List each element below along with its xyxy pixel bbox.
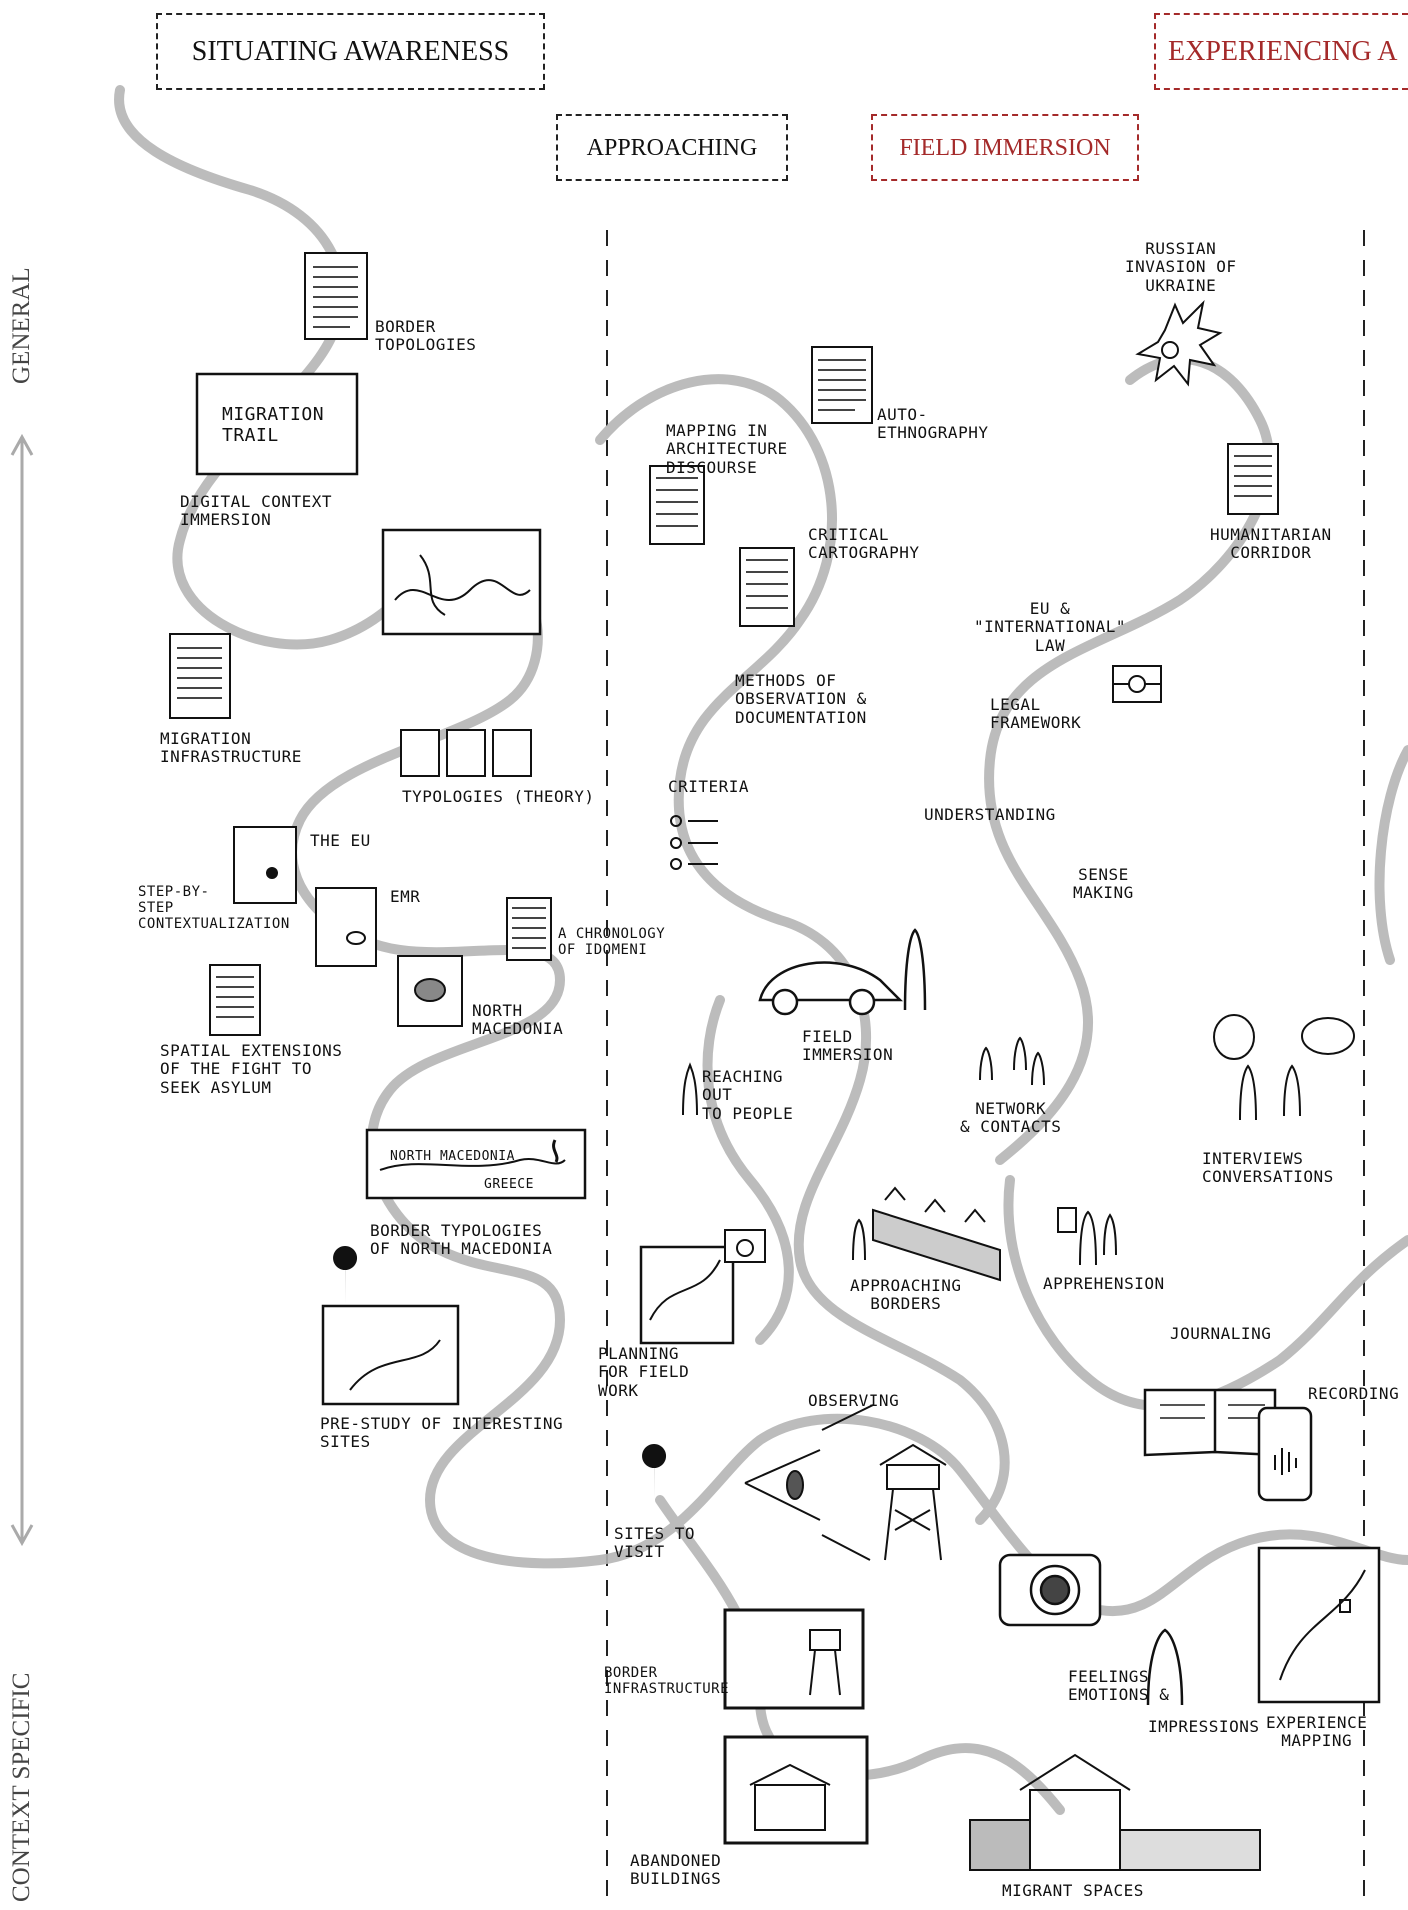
experience-map-frame: [1257, 1546, 1381, 1704]
label-migration-trail: MIGRATION TRAIL: [222, 404, 325, 446]
migration-trail-frame: [195, 372, 359, 476]
eu-frame: [233, 826, 297, 904]
legal-framework-icon: [1112, 665, 1162, 703]
person-figure-reaching-out: [682, 1062, 698, 1116]
phase-situating-awareness-label: SITUATING AWARENESS: [191, 35, 510, 67]
label-migrant-spaces: MIGRANT SPACES: [1002, 1881, 1144, 1900]
label-methods: METHODS OF OBSERVATION & DOCUMENTATION: [735, 671, 867, 727]
document-sketch-border-topologies: [304, 252, 368, 340]
label-network-contacts: NETWORK & CONTACTS: [960, 1099, 1062, 1137]
label-border-infrastructure: BORDER INFRASTRUCTURE: [604, 1665, 730, 1698]
border-infrastructure-frame: [723, 1608, 865, 1710]
label-north-macedonia: NORTH MACEDONIA: [472, 1001, 564, 1039]
process-path: [114, 85, 1408, 1815]
document-sketch-critical-cartography: [739, 547, 795, 627]
label-understanding: UNDERSTANDING: [924, 805, 1056, 824]
label-typologies-theory: TYPOLOGIES (THEORY): [402, 787, 595, 806]
apprehension-sketch: [1057, 1207, 1117, 1266]
watchtower-sketch: [879, 1443, 947, 1561]
label-reaching-out: REACHING OUT TO PEOPLE: [702, 1067, 794, 1123]
label-impressions: IMPRESSIONS: [1148, 1717, 1260, 1736]
north-macedonia-frame: [397, 955, 463, 1027]
phase-field-immersion: FIELD IMMERSION: [871, 114, 1139, 181]
axis-label-general: GENERAL: [8, 267, 35, 384]
label-journaling: JOURNALING: [1170, 1324, 1272, 1343]
label-recording: RECORDING: [1308, 1384, 1400, 1403]
pre-study-frame: [321, 1246, 460, 1406]
label-russian-invasion: RUSSIAN INVASION OF UKRAINE: [1125, 239, 1237, 295]
label-migration-infrastructure: MIGRATION INFRASTRUCTURE: [160, 729, 302, 767]
phase-approaching-label: APPROACHING: [586, 134, 758, 161]
label-abandoned-buildings: ABANDONED BUILDINGS: [630, 1851, 722, 1889]
phase-experiencing-label: EXPERIENCING A: [1168, 35, 1398, 67]
label-emr: EMR: [390, 887, 421, 906]
phase-experiencing: EXPERIENCING A: [1154, 13, 1408, 90]
label-border-typologies-nm: BORDER TYPOLOGIES OF NORTH MACEDONIA: [370, 1221, 553, 1259]
label-sites-to-visit: SITES TO VISIT: [614, 1524, 696, 1562]
label-map-north-macedonia: NORTH MACEDONIA: [390, 1149, 515, 1164]
label-auto-ethnography: AUTO- ETHNOGRAPHY: [877, 405, 989, 443]
label-the-eu: THE EU: [310, 831, 371, 850]
axis-arrow: [10, 433, 34, 1547]
label-pre-study: PRE-STUDY OF INTERESTING SITES: [320, 1414, 564, 1452]
label-approaching-borders: APPROACHING BORDERS: [850, 1276, 962, 1314]
label-humanitarian-corridor: HUMANITARIAN CORRIDOR: [1210, 525, 1332, 563]
document-sketch-chronology: [506, 897, 552, 961]
label-critical-cartography: CRITICAL CARTOGRAPHY: [808, 525, 920, 563]
map-sketch-frame: [381, 528, 542, 636]
label-sense-making: SENSE MAKING: [1073, 865, 1134, 903]
document-sketch-humanitarian: [1227, 443, 1279, 515]
label-observing: OBSERVING: [808, 1391, 900, 1410]
label-digital-context: DIGITAL CONTEXT IMMERSION: [180, 492, 332, 530]
label-eu-international-law: EU & "INTERNATIONAL" LAW: [974, 599, 1126, 655]
label-feelings-emotions: FEELINGS EMOTIONS &: [1068, 1667, 1170, 1705]
planning-map-frame: [639, 1229, 766, 1345]
person-figure-feelings: [1146, 1628, 1184, 1706]
label-field-immersion: FIELD IMMERSION: [802, 1027, 894, 1065]
migrant-spaces-sketch: [969, 1753, 1261, 1871]
speech-bubbles-icon: [1213, 1014, 1355, 1121]
document-sketch-mapping-architecture: [649, 465, 705, 545]
label-border-topologies: BORDER TOPOLOGIES: [375, 317, 477, 355]
border-map-frame: [365, 1128, 587, 1200]
camera-icon: [998, 1553, 1102, 1627]
journal-book-icon: [1143, 1388, 1277, 1457]
person-figures-network: [979, 1036, 1045, 1086]
phase-approaching: APPROACHING: [556, 114, 788, 181]
abandoned-buildings-frame: [723, 1735, 869, 1845]
phase-field-immersion-label: FIELD IMMERSION: [899, 134, 1111, 161]
criteria-checklist: [670, 815, 718, 870]
label-legal-framework: LEGAL FRAMEWORK: [990, 695, 1082, 733]
label-interviews: INTERVIEWS CONVERSATIONS: [1202, 1149, 1334, 1187]
document-sketch-spatial-extensions: [209, 964, 261, 1036]
map-pin-icon: [642, 1444, 667, 1500]
label-map-greece: GREECE: [484, 1177, 534, 1192]
label-step-by-step: STEP-BY- STEP CONTEXTUALIZATION: [138, 884, 290, 933]
document-sketch-migration-infrastructure: [169, 633, 231, 719]
label-chronology: A CHRONOLOGY OF IDOMENI: [558, 926, 666, 959]
emr-frame: [315, 887, 377, 967]
label-mapping-architecture: MAPPING IN ARCHITECTURE DISCOURSE: [666, 421, 788, 477]
label-experience-mapping: EXPERIENCE MAPPING: [1266, 1713, 1368, 1751]
typologies-frames: [400, 729, 532, 777]
explosion-icon: [1135, 299, 1223, 387]
car-sketch: [758, 928, 927, 1016]
phase-situating-awareness: SITUATING AWARENESS: [156, 13, 545, 90]
label-planning: PLANNING FOR FIELD WORK: [598, 1344, 690, 1400]
label-spatial-extensions: SPATIAL EXTENSIONS OF THE FIGHT TO SEEK …: [160, 1041, 343, 1097]
phone-recording-icon: [1257, 1406, 1313, 1502]
axis-label-context-specific: CONTEXT SPECIFIC: [8, 1672, 35, 1902]
document-sketch-auto-ethnography: [811, 346, 873, 424]
label-criteria: CRITERIA: [668, 777, 750, 796]
border-fence-sketch: [852, 1186, 1001, 1282]
label-apprehension: APPREHENSION: [1043, 1274, 1165, 1293]
observing-eye-sketch: [744, 1404, 874, 1561]
